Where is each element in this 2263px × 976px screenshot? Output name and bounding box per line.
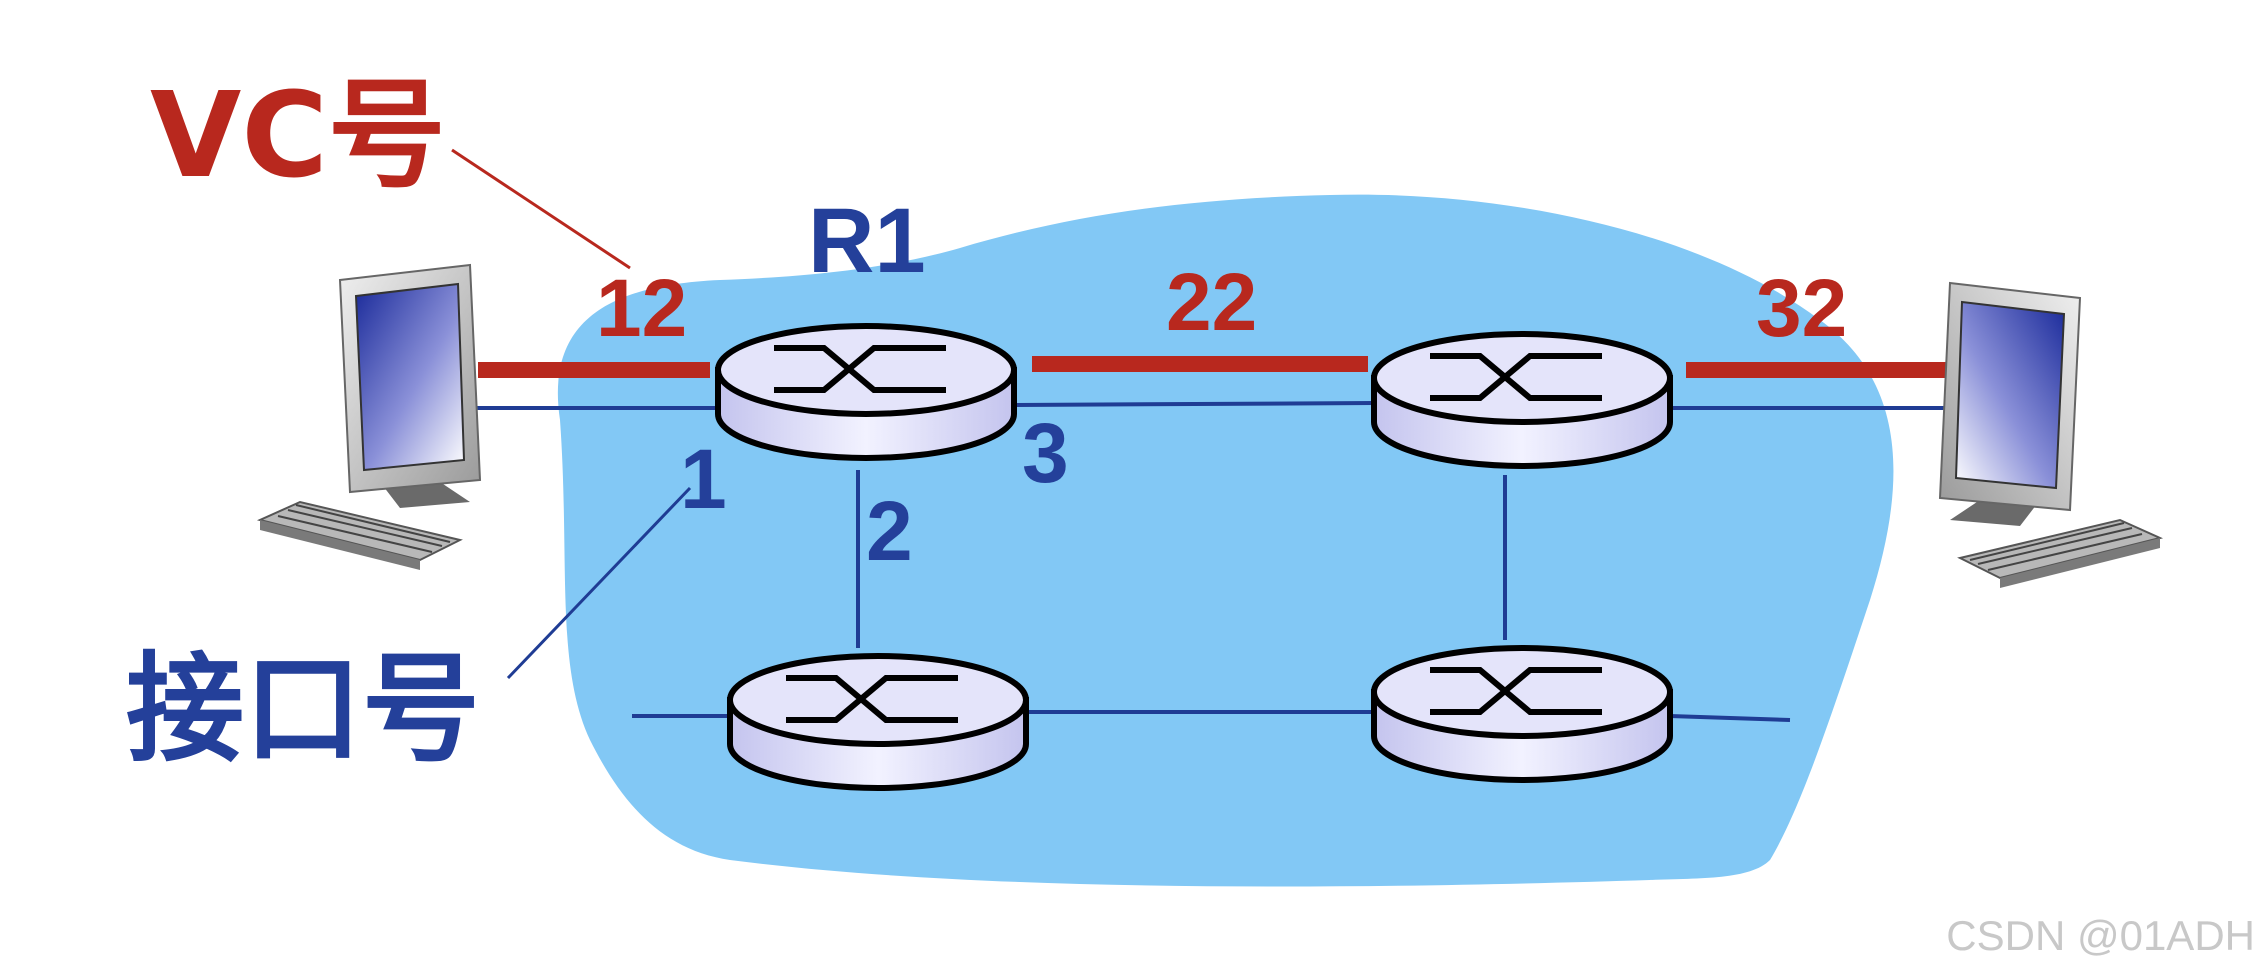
router-bottom-right-icon (1374, 648, 1670, 780)
vc-path (478, 356, 1972, 378)
interface-label-2: 2 (866, 484, 913, 578)
router-bottom-left-icon (730, 656, 1026, 788)
interface-label-1: 1 (680, 432, 727, 526)
watermark: CSDN @01ADH (1946, 912, 2255, 959)
vc-callout-line (451, 148, 631, 270)
router-r1-icon (718, 326, 1014, 458)
host-right-computer-icon (1939, 282, 2161, 589)
link-right-stub (1669, 714, 1791, 722)
iface-callout-line (506, 486, 692, 680)
router-top-right-icon (1374, 334, 1670, 466)
router-r1-label: R1 (808, 190, 926, 292)
vc-label-mid: 22 (1166, 257, 1257, 348)
interface-number-title: 接口号 (126, 640, 480, 778)
host-left-computer-icon (259, 264, 481, 571)
link-r1-rtr2 (1009, 401, 1376, 407)
vc-label-out: 32 (1756, 263, 1847, 354)
interface-label-3: 3 (1022, 406, 1069, 500)
vc-label-in: 12 (596, 263, 687, 354)
vc-number-title: VC号 (150, 66, 446, 204)
